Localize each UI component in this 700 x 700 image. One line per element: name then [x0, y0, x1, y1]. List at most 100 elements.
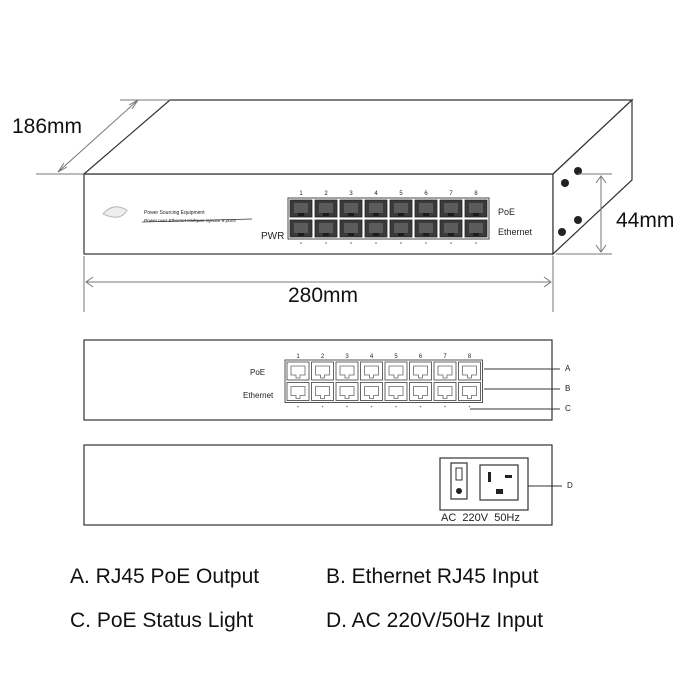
- port-number-3d: 2: [324, 191, 328, 197]
- poe-port-2d: [286, 361, 310, 381]
- port-number-3d: 8: [474, 191, 478, 197]
- poe-port-2d: [311, 361, 334, 381]
- legend-a: A. RJ45 PoE Output: [70, 565, 260, 588]
- port-latch-3d: [423, 213, 429, 216]
- power-switch: [450, 462, 468, 500]
- port-number-2d: 1: [296, 354, 300, 360]
- status-light-3d: [375, 242, 377, 244]
- ethernet-port-2d: [360, 382, 383, 401]
- port-jack-2d: [413, 386, 428, 399]
- ethernet-port-2d: [384, 382, 408, 401]
- status-light-2d: [468, 405, 471, 408]
- port-jack-3d: [369, 223, 383, 233]
- power-socket: [479, 464, 519, 501]
- status-light-3d: [450, 242, 452, 244]
- depth-label: 186mm: [12, 115, 83, 138]
- poe-label-3d: PoE: [498, 207, 516, 217]
- side-screw-4: [558, 228, 566, 236]
- ethernet-port-2d: [433, 382, 457, 401]
- port-jack-2d: [364, 365, 379, 379]
- port-jack-2d: [339, 386, 355, 399]
- depth-arrow-end-2: [57, 166, 68, 173]
- status-light-2d: [444, 405, 446, 408]
- status-light-3d: [350, 242, 352, 244]
- port-jack-3d: [419, 223, 433, 233]
- power-switch-dot: [456, 488, 462, 494]
- port-number-3d: 1: [299, 191, 303, 197]
- power-switch-slot: [455, 467, 463, 481]
- width-label: 280mm: [288, 284, 359, 307]
- status-light-2d: [297, 405, 299, 408]
- port-jack-3d: [369, 203, 383, 213]
- ethernet-label-front: Ethernet: [243, 391, 274, 400]
- port-number-2d: 8: [468, 354, 472, 360]
- depth-arrow-start-2: [131, 99, 139, 110]
- status-light-3d: [300, 242, 302, 244]
- port-jack-3d: [394, 203, 408, 213]
- poe-port-2d: [360, 361, 383, 381]
- poe-label-front: PoE: [250, 368, 266, 377]
- port-number-2d: 2: [321, 354, 325, 360]
- status-light-2d: [321, 405, 324, 408]
- port-jack-2d: [437, 386, 453, 399]
- port-jack-3d: [344, 203, 358, 213]
- status-light-3d: [400, 242, 402, 244]
- top-face: [82, 99, 634, 175]
- status-light-2d: [346, 405, 348, 408]
- port-latch-3d: [473, 213, 479, 216]
- port-number-3d: 5: [399, 191, 403, 197]
- port-latch-3d: [323, 233, 329, 236]
- ethernet-port-2d: [409, 382, 432, 401]
- ethernet-port-2d: [458, 382, 481, 401]
- poe-port-2d: [335, 361, 359, 381]
- socket-pin-left: [488, 472, 491, 482]
- ethernet-port-2d: [311, 382, 334, 401]
- port-jack-3d: [344, 223, 358, 233]
- rear-panel-view: [83, 444, 562, 526]
- ethernet-port-2d: [335, 382, 359, 401]
- port-number-3d: 6: [424, 191, 428, 197]
- port-jack-2d: [388, 386, 404, 399]
- port-jack-2d: [388, 365, 404, 379]
- socket-pin-ground: [496, 489, 503, 494]
- ethernet-label-3d: Ethernet: [498, 227, 533, 237]
- port-latch-3d: [398, 213, 404, 216]
- legend-c: C. PoE Status Light: [70, 609, 254, 632]
- port-jack-3d: [419, 203, 433, 213]
- ethernet-port-2d: [286, 382, 310, 401]
- port-jack-2d: [315, 386, 330, 399]
- logo-underline: [141, 218, 253, 223]
- height-arrow-top: [595, 175, 607, 184]
- pwr-label: PWR: [261, 231, 285, 242]
- poe-port-2d: [458, 361, 481, 381]
- callout-label-b: B: [565, 384, 571, 393]
- port-latch-3d: [348, 233, 354, 236]
- logo-mark: [102, 206, 128, 218]
- callout-label-d: D: [567, 481, 573, 490]
- power-module: [439, 457, 529, 511]
- port-jack-2d: [437, 365, 453, 379]
- depth-arrow-end: [57, 162, 65, 173]
- port-jack-2d: [290, 386, 306, 399]
- side-screw-1: [561, 179, 569, 187]
- port-jack-2d: [413, 365, 428, 379]
- port-latch-3d: [448, 233, 454, 236]
- port-number-3d: 7: [449, 191, 453, 197]
- status-light-2d: [419, 405, 422, 408]
- port-latch-3d: [473, 233, 479, 236]
- poe-port-2d: [384, 361, 408, 381]
- height-label: 44mm: [616, 209, 675, 232]
- side-face: [552, 98, 633, 256]
- port-jack-3d: [294, 203, 308, 213]
- legend-b: B. Ethernet RJ45 Input: [326, 565, 539, 588]
- port-jack-3d: [469, 223, 483, 233]
- port-jack-2d: [339, 365, 355, 379]
- side-screw-3: [574, 216, 582, 224]
- port-number-2d: 3: [345, 354, 349, 360]
- port-latch-3d: [298, 213, 304, 216]
- port-latch-3d: [323, 213, 329, 216]
- port-jack-2d: [315, 365, 330, 379]
